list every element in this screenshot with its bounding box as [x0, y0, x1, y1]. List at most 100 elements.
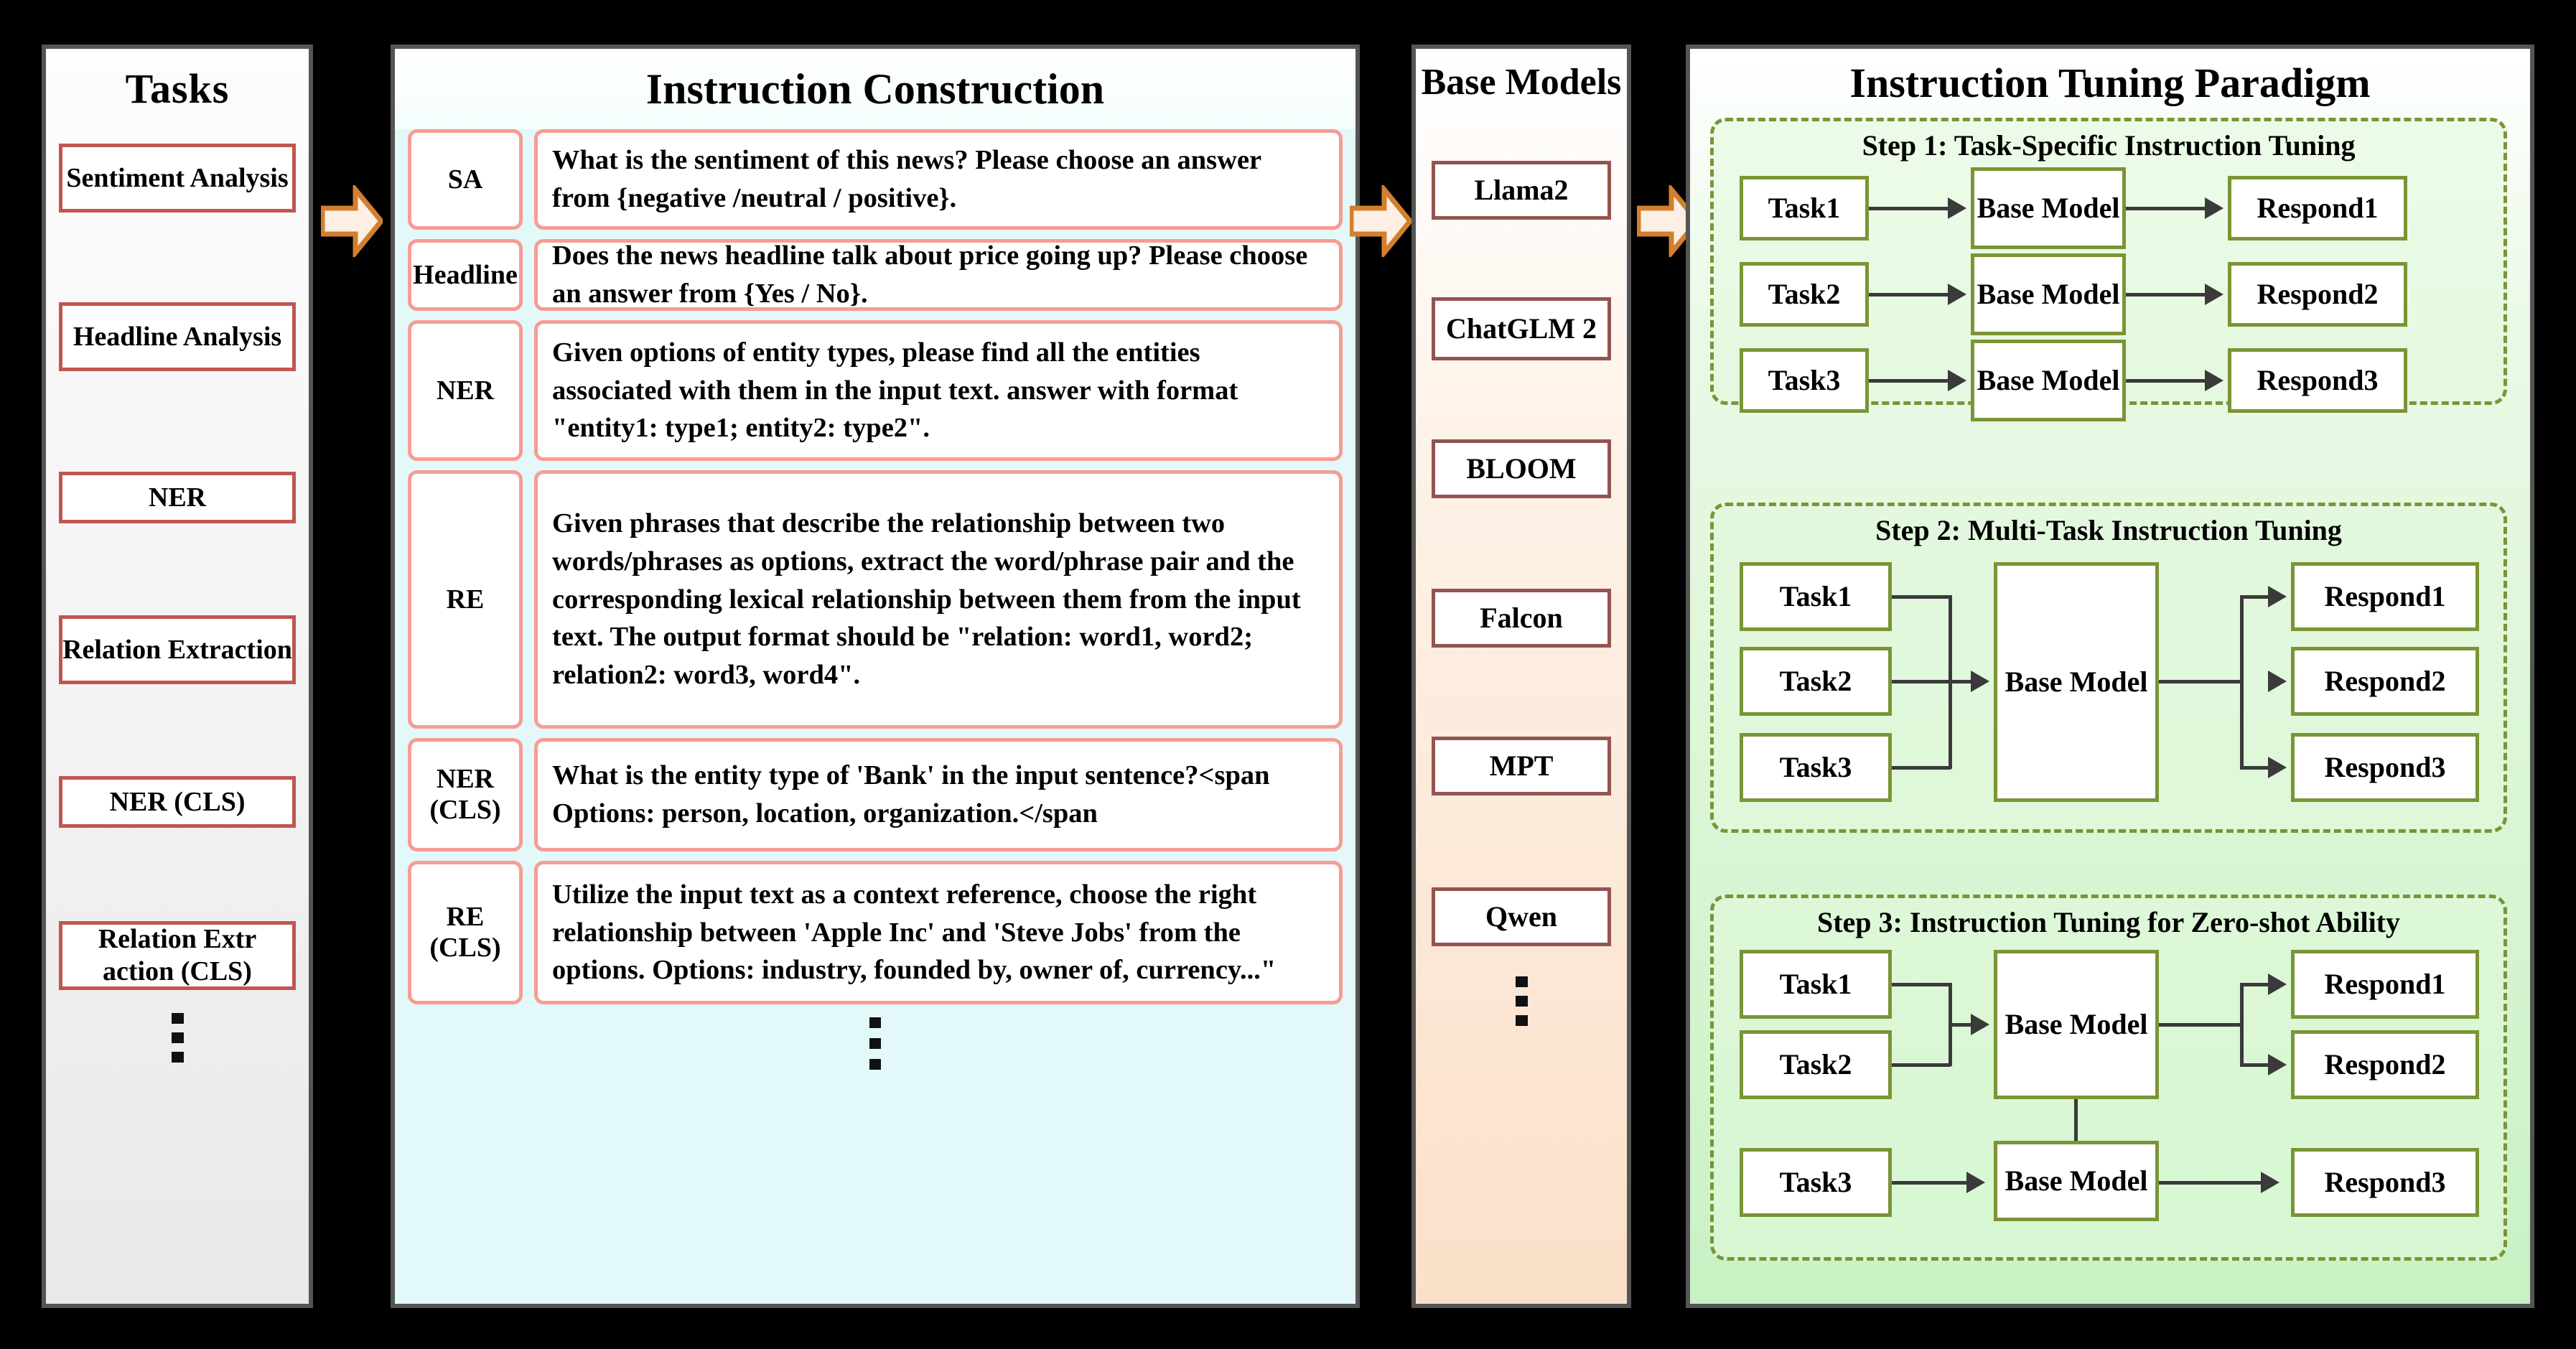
arrow-models-to-paradigm-icon: [1637, 185, 1699, 257]
step3-respond1-box[interactable]: Respond1: [2291, 950, 2479, 1019]
step1-model3-box[interactable]: Base Model: [1971, 340, 2126, 421]
base-models-title: Base Models: [1421, 62, 1622, 103]
step2-task1-box[interactable]: Task1: [1740, 562, 1892, 631]
base-models-list: Llama2 ChatGLM 2 BLOOM Falcon MPT Qwen: [1416, 154, 1627, 1302]
step1-arrowhead-task1-model: [1948, 197, 1966, 219]
step3-task2-box[interactable]: Task2: [1740, 1030, 1892, 1099]
step1-task3-box[interactable]: Task3: [1740, 348, 1869, 413]
step3-connector-task3-lower-model: [1892, 1181, 1971, 1185]
step3-respond2-box[interactable]: Respond2: [2291, 1030, 2479, 1099]
task-box-relation-extraction[interactable]: Relation Extraction: [59, 615, 296, 684]
base-model-box-mpt[interactable]: MPT: [1432, 737, 1611, 795]
instruction-tuning-paradigm-panel: Instruction Tuning Paradigm Step 1: Task…: [1686, 45, 2534, 1308]
base-model-box-bloom[interactable]: BLOOM: [1432, 439, 1611, 498]
instruction-tag-sa[interactable]: SA: [408, 129, 523, 230]
instruction-text-ner[interactable]: Given options of entity types, please fi…: [534, 320, 1343, 461]
step1-respond1-box[interactable]: Respond1: [2228, 176, 2407, 241]
instruction-text-ner-cls[interactable]: What is the entity type of 'Bank' in the…: [534, 738, 1343, 851]
step2-base-model-box[interactable]: Base Model: [1994, 562, 2159, 802]
step1-model1-box[interactable]: Base Model: [1971, 167, 2126, 249]
step-3-container: Step 3: Instruction Tuning for Zero-shot…: [1710, 895, 2507, 1261]
step2-connector-task1: [1892, 595, 1951, 599]
vertical-ellipsis-icon: [171, 1013, 184, 1063]
base-models-panel: Base Models Llama2 ChatGLM 2 BLOOM Falco…: [1411, 45, 1631, 1308]
task-box-ner[interactable]: NER: [59, 472, 296, 523]
step-1-title: Step 1: Task-Specific Instruction Tuning: [1862, 129, 2356, 162]
task-box-relation-extraction-cls[interactable]: Relation Extr action (CLS): [59, 921, 296, 990]
instruction-row: RE Given phrases that describe the relat…: [408, 470, 1343, 729]
instruction-tag-ner-cls[interactable]: NER (CLS): [408, 738, 523, 851]
task-box-headline-analysis[interactable]: Headline Analysis: [59, 302, 296, 371]
step3-lower-base-model-box[interactable]: Base Model: [1994, 1141, 2159, 1221]
step1-model2-box[interactable]: Base Model: [1971, 253, 2126, 335]
step-3-title: Step 3: Instruction Tuning for Zero-shot…: [1816, 906, 2400, 938]
vertical-ellipsis-icon: [1515, 976, 1528, 1026]
instruction-text-headline[interactable]: Does the news headline talk about price …: [534, 239, 1343, 311]
step3-connector-merge-out: [1949, 1023, 1975, 1027]
instruction-row: Headline Does the news headline talk abo…: [408, 239, 1343, 311]
step3-arrowhead-respond2: [2268, 1054, 2287, 1075]
step1-arrowhead-task2-model: [1948, 284, 1966, 305]
step-2-container: Step 2: Multi-Task Instruction Tuning Ta…: [1710, 503, 2507, 833]
task-box-ner-cls[interactable]: NER (CLS): [59, 776, 296, 828]
instruction-tag-headline[interactable]: Headline: [408, 239, 523, 311]
step3-connector-task1: [1892, 983, 1951, 986]
step3-connector-task2: [1892, 1063, 1951, 1067]
base-model-box-falcon[interactable]: Falcon: [1432, 589, 1611, 648]
step-1-container: Step 1: Task-Specific Instruction Tuning…: [1710, 118, 2507, 421]
arrow-tasks-to-instruction-icon: [321, 185, 383, 257]
instruction-construction-header: Instruction Construction: [395, 49, 1355, 129]
instruction-text-re-cls[interactable]: Utilize the input text as a context refe…: [534, 861, 1343, 1004]
instruction-construction-panel: Instruction Construction SA What is the …: [391, 45, 1360, 1308]
instruction-tag-re[interactable]: RE: [408, 470, 523, 729]
tasks-panel: Tasks Sentiment Analysis Headline Analys…: [42, 45, 313, 1308]
step3-upper-base-model-box[interactable]: Base Model: [1994, 950, 2159, 1099]
instruction-text-sa[interactable]: What is the sentiment of this news? Plea…: [534, 129, 1343, 230]
step1-connector-model3-respond3: [2126, 379, 2209, 383]
step2-connector-respond1: [2240, 595, 2272, 599]
task-box-sentiment-analysis[interactable]: Sentiment Analysis: [59, 144, 296, 213]
instruction-rows: SA What is the sentiment of this news? P…: [395, 129, 1355, 1070]
base-model-box-qwen[interactable]: Qwen: [1432, 887, 1611, 946]
step2-task2-box[interactable]: Task2: [1740, 647, 1892, 716]
step3-connector-upper-to-lower-model: [2074, 1099, 2078, 1165]
step1-task1-box[interactable]: Task1: [1740, 176, 1869, 241]
instruction-tag-ner[interactable]: NER: [408, 320, 523, 461]
step2-connector-task2: [1892, 680, 1975, 683]
instruction-tag-re-cls[interactable]: RE (CLS): [408, 861, 523, 1004]
step3-connector-respond2: [2240, 1063, 2272, 1067]
step1-arrowhead-task3-model: [1948, 370, 1966, 391]
step3-task1-box[interactable]: Task1: [1740, 950, 1892, 1019]
base-model-box-llama2[interactable]: Llama2: [1432, 161, 1611, 220]
tasks-panel-title: Tasks: [125, 65, 230, 112]
step3-task3-box[interactable]: Task3: [1740, 1148, 1892, 1217]
step1-task2-box[interactable]: Task2: [1740, 262, 1869, 327]
step2-connector-split-bus: [2240, 595, 2244, 769]
step2-task3-box[interactable]: Task3: [1740, 733, 1892, 802]
step3-connector-split-bus: [2240, 983, 2244, 1066]
step3-arrowhead-respond1: [2268, 974, 2287, 995]
step-2-title: Step 2: Multi-Task Instruction Tuning: [1875, 514, 2342, 546]
instruction-tuning-paradigm-title: Instruction Tuning Paradigm: [1849, 60, 2371, 106]
instruction-row: NER Given options of entity types, pleas…: [408, 320, 1343, 461]
step1-connector-task1-model: [1869, 207, 1952, 210]
step1-connector-task3-model: [1869, 379, 1952, 383]
step1-respond3-box[interactable]: Respond3: [2228, 348, 2407, 413]
step1-arrowhead-model1-respond1: [2205, 197, 2223, 219]
step2-connector-task3: [1892, 766, 1951, 770]
step2-respond2-box[interactable]: Respond2: [2291, 647, 2479, 716]
step2-respond1-box[interactable]: Respond1: [2291, 562, 2479, 631]
step3-respond3-box[interactable]: Respond3: [2291, 1148, 2479, 1217]
step2-respond3-box[interactable]: Respond3: [2291, 733, 2479, 802]
step3-arrowhead-respond3: [2261, 1172, 2279, 1193]
step2-connector-model-out: [2159, 680, 2242, 683]
step1-arrowhead-model3-respond3: [2205, 370, 2223, 391]
base-model-box-chatglm2[interactable]: ChatGLM 2: [1432, 297, 1611, 360]
instruction-text-re[interactable]: Given phrases that describe the relation…: [534, 470, 1343, 729]
step1-respond2-box[interactable]: Respond2: [2228, 262, 2407, 327]
instruction-row: NER (CLS) What is the entity type of 'Ba…: [408, 738, 1343, 851]
step2-arrowhead-into-model: [1971, 671, 1989, 692]
step1-arrowhead-model2-respond2: [2205, 284, 2223, 305]
step3-connector-respond1: [2240, 983, 2272, 986]
